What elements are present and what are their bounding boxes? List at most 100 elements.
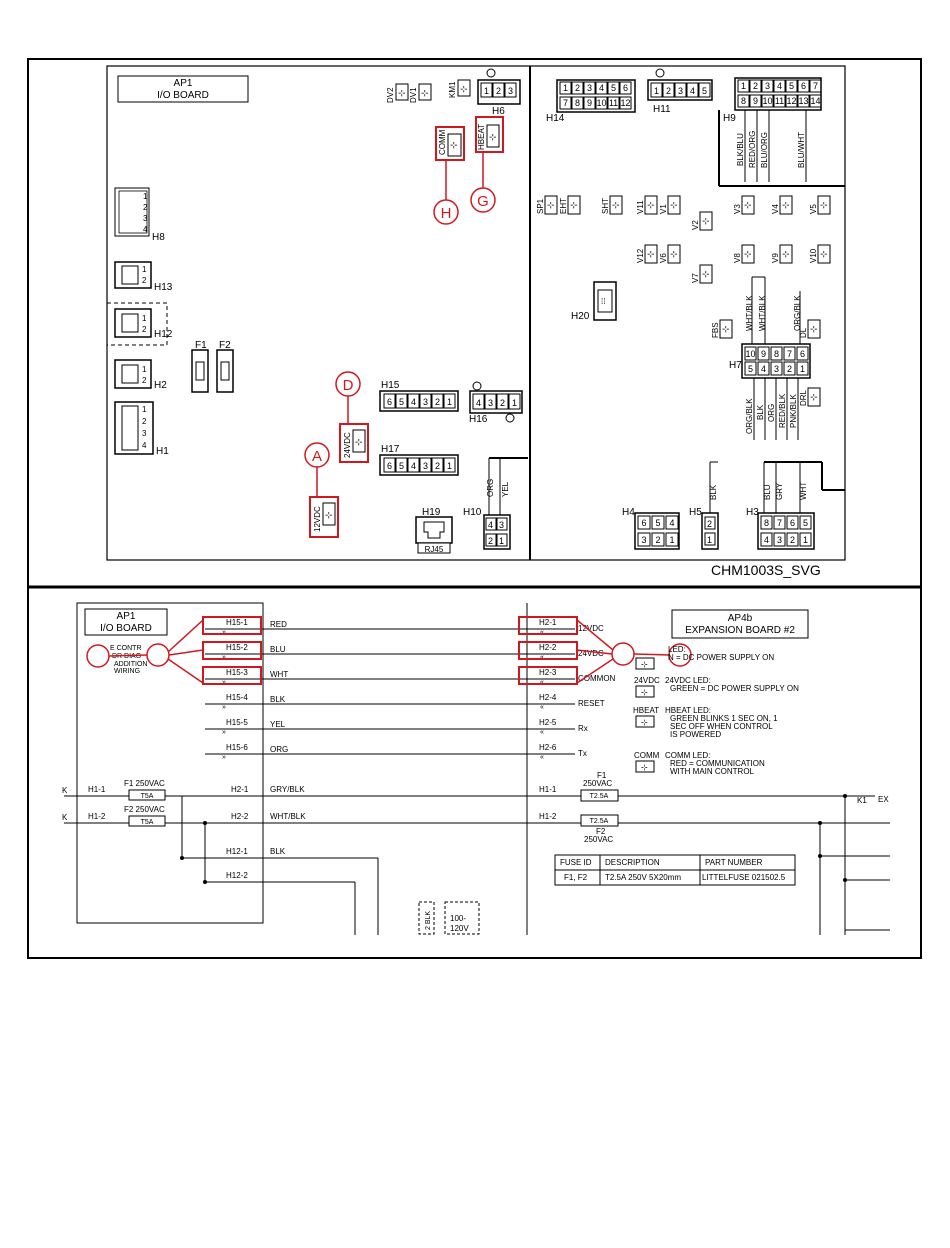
- pin-label: 1: [654, 86, 659, 96]
- pin: [383, 457, 396, 473]
- svg-text:SEC OFF WHEN CONTROL: SEC OFF WHEN CONTROL: [670, 722, 773, 731]
- pin-label: 1: [803, 535, 808, 545]
- pin: [619, 96, 632, 110]
- pin: [571, 96, 584, 110]
- pin: [760, 532, 773, 547]
- svg-text:GREEN = DC POWER SUPPLY ON: GREEN = DC POWER SUPPLY ON: [670, 684, 799, 693]
- pin: [737, 94, 750, 108]
- svg-text:DESCRIPTION: DESCRIPTION: [605, 858, 660, 867]
- pin: [773, 532, 786, 547]
- pin: [757, 346, 770, 361]
- pin: [637, 532, 651, 547]
- pin-label: 8: [575, 98, 580, 108]
- svg-text:250VAC: 250VAC: [583, 779, 612, 788]
- pin: [797, 94, 810, 108]
- led-v9: V9⊹: [771, 244, 793, 264]
- pin-label: 3: [488, 398, 493, 408]
- pin: [796, 361, 809, 376]
- pin: [595, 81, 608, 95]
- svg-text:BLU/WHT: BLU/WHT: [797, 132, 806, 168]
- pin-label: 2: [500, 398, 505, 408]
- svg-text:SHT: SHT: [601, 198, 610, 214]
- svg-text:250VAC: 250VAC: [584, 835, 613, 844]
- svg-text:H2-4: H2-4: [539, 693, 557, 702]
- svg-text:EHT: EHT: [559, 198, 568, 214]
- svg-text:ORG: ORG: [767, 404, 776, 422]
- pin-label: 2: [435, 397, 440, 407]
- svg-text:H2-3: H2-3: [539, 668, 557, 677]
- svg-text:1: 1: [143, 192, 148, 201]
- fuse-f1: F1: [191, 340, 209, 393]
- pin: [571, 81, 584, 95]
- h20-label: H20: [571, 311, 590, 322]
- pin: [559, 81, 572, 95]
- svg-text:V2: V2: [691, 220, 700, 230]
- pin: [607, 96, 620, 110]
- svg-text:3: 3: [143, 214, 148, 223]
- pin: [686, 82, 699, 98]
- h13-label: H13: [154, 282, 173, 293]
- pin-label: 6: [387, 397, 392, 407]
- callout-d: D: [335, 371, 361, 397]
- pin-label: 2: [435, 461, 440, 471]
- pin-label: 2: [787, 364, 792, 374]
- pin-label: 3: [641, 535, 646, 545]
- svg-text:4: 4: [488, 520, 493, 530]
- h11-label: H11: [653, 104, 671, 115]
- pin: [662, 82, 675, 98]
- callout-g: G: [470, 187, 496, 213]
- svg-text:YEL: YEL: [270, 720, 286, 729]
- svg-text:⊹: ⊹: [810, 392, 818, 402]
- pin-label: 4: [599, 83, 604, 93]
- svg-text:2: 2: [142, 417, 147, 426]
- schematic-panel: AP1 I/O BOARD E CONTR DR DIAG ADDITION W…: [62, 602, 890, 935]
- svg-text:12VDC: 12VDC: [578, 624, 604, 633]
- pin-label: 7: [563, 98, 568, 108]
- pin-label: 11: [609, 98, 618, 108]
- svg-text:V7: V7: [691, 273, 700, 283]
- h12-label: H12: [154, 329, 173, 340]
- svg-text:BLK: BLK: [270, 847, 286, 856]
- pin-label: 1: [800, 364, 805, 374]
- pin-label: 7: [787, 349, 792, 359]
- led-sht: SHT⊹: [601, 195, 623, 215]
- svg-text:DV1: DV1: [409, 87, 418, 103]
- svg-text:H1-2: H1-2: [88, 812, 106, 821]
- pin: [383, 393, 396, 409]
- svg-text:»: »: [222, 729, 226, 736]
- pin: [783, 346, 796, 361]
- svg-text:⁞⁞: ⁞⁞: [601, 297, 605, 306]
- pin-label: 9: [753, 96, 758, 106]
- board-layout-panel: AP1 I/O BOARD 12 34 H8 12 H13 12 H12 12: [106, 65, 846, 578]
- pin-label: 6: [800, 349, 805, 359]
- svg-text:DRL: DRL: [799, 389, 808, 406]
- pin-label: 1: [512, 398, 517, 408]
- svg-text:1: 1: [499, 536, 504, 546]
- figure-id: CHM1003S_SVG: [711, 562, 821, 578]
- svg-text:⊹: ⊹: [647, 200, 655, 210]
- svg-text:LITTELFUSE 021502.5: LITTELFUSE 021502.5: [702, 873, 786, 882]
- pin-label: 6: [790, 518, 795, 528]
- pin-label: 3: [587, 83, 592, 93]
- pin-label: 9: [587, 98, 592, 108]
- svg-text:ORG: ORG: [486, 479, 495, 497]
- svg-text:»: »: [222, 654, 226, 661]
- connector-h6: 1 2 3 H6: [477, 68, 521, 117]
- svg-text:D: D: [343, 377, 354, 394]
- ap4b-label-box: [671, 609, 809, 639]
- h4-label: H4: [622, 507, 635, 518]
- svg-text:3: 3: [142, 429, 147, 438]
- svg-text:HBEAT LED:: HBEAT LED:: [665, 706, 711, 715]
- svg-text:F1 250VAC: F1 250VAC: [124, 779, 165, 788]
- svg-text:«: «: [540, 704, 544, 711]
- svg-text:⊹: ⊹: [744, 200, 752, 210]
- h5-label: H5: [689, 507, 702, 518]
- svg-text:WHT: WHT: [799, 482, 808, 500]
- svg-text:F2: F2: [219, 340, 231, 351]
- svg-text:COMM LED:: COMM LED:: [665, 751, 710, 760]
- pin: [595, 96, 608, 110]
- svg-text:BLU: BLU: [763, 484, 772, 500]
- svg-text:H1-2: H1-2: [539, 812, 557, 821]
- svg-text:WHT/BLK: WHT/BLK: [758, 295, 767, 331]
